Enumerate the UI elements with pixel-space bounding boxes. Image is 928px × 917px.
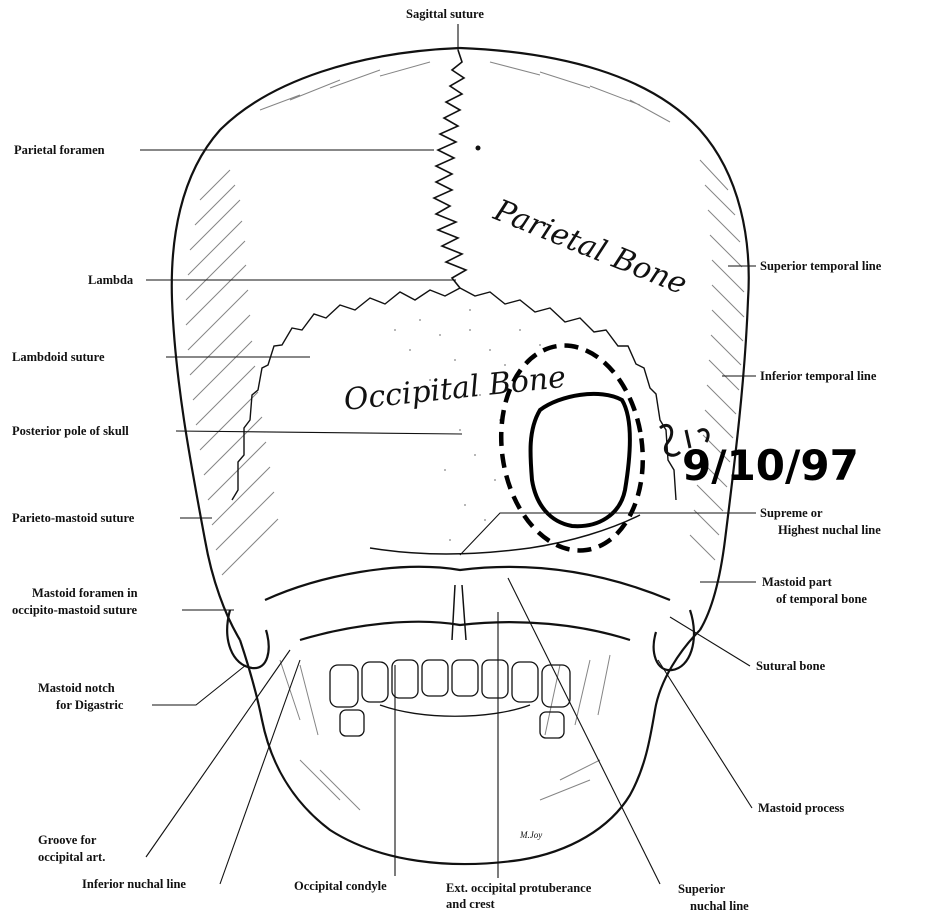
shading-hatching — [186, 62, 744, 810]
parietal-bone-label: Parietal Bone — [488, 193, 692, 302]
label-mastoid-notch-1: Mastoid notch — [38, 681, 115, 695]
label-mastoid-notch-2: for Digastric — [56, 698, 124, 712]
handwritten-date: 9/10/97 — [660, 425, 859, 490]
label-parieto-mastoid: Parieto-mastoid suture — [12, 511, 135, 525]
skull-outline — [172, 48, 749, 864]
label-supreme-1: Supreme or — [760, 506, 823, 520]
label-superior-nuchal-1: Superior — [678, 882, 726, 896]
label-mastoid-process: Mastoid process — [758, 801, 844, 815]
label-posterior-pole: Posterior pole of skull — [12, 424, 129, 438]
label-inferior-nuchal: Inferior nuchal line — [82, 877, 186, 891]
label-superior-nuchal-2: nuchal line — [690, 899, 749, 913]
leader-lines — [140, 24, 756, 884]
label-groove-1: Groove for — [38, 833, 97, 847]
teeth-row — [330, 660, 570, 738]
label-mastoid-part-2: of temporal bone — [776, 592, 867, 606]
occipital-crest — [452, 585, 466, 640]
solid-loop-mark — [530, 394, 629, 526]
label-lambda: Lambda — [88, 273, 134, 287]
label-supreme-2: Highest nuchal line — [778, 523, 881, 537]
label-ext-protuberance-2: and crest — [446, 897, 496, 911]
label-inferior-temporal: Inferior temporal line — [760, 369, 877, 383]
label-mastoid-part-1: Mastoid part — [762, 575, 833, 589]
label-lambdoid-suture: Lambdoid suture — [12, 350, 105, 364]
label-groove-2: occipital art. — [38, 850, 105, 864]
label-mastoid-foramen-1: Mastoid foramen in — [32, 586, 138, 600]
label-superior-temporal: Superior temporal line — [760, 259, 882, 273]
label-mastoid-foramen-2: occipito-mastoid suture — [12, 603, 138, 617]
label-occipital-condyle: Occipital condyle — [294, 879, 387, 893]
label-parietal-foramen: Parietal foramen — [14, 143, 105, 157]
label-sagittal-suture: Sagittal suture — [406, 7, 484, 21]
artist-signature: M.Joy — [519, 830, 542, 840]
sagittal-suture-line — [434, 50, 466, 288]
parietal-foramen-dot — [476, 146, 481, 151]
svg-text:9/10/97: 9/10/97 — [682, 441, 859, 490]
label-sutural-bone: Sutural bone — [756, 659, 826, 673]
label-ext-protuberance-1: Ext. occipital protuberance — [446, 881, 592, 895]
occipital-bone-label: Occipital Bone — [342, 360, 567, 418]
